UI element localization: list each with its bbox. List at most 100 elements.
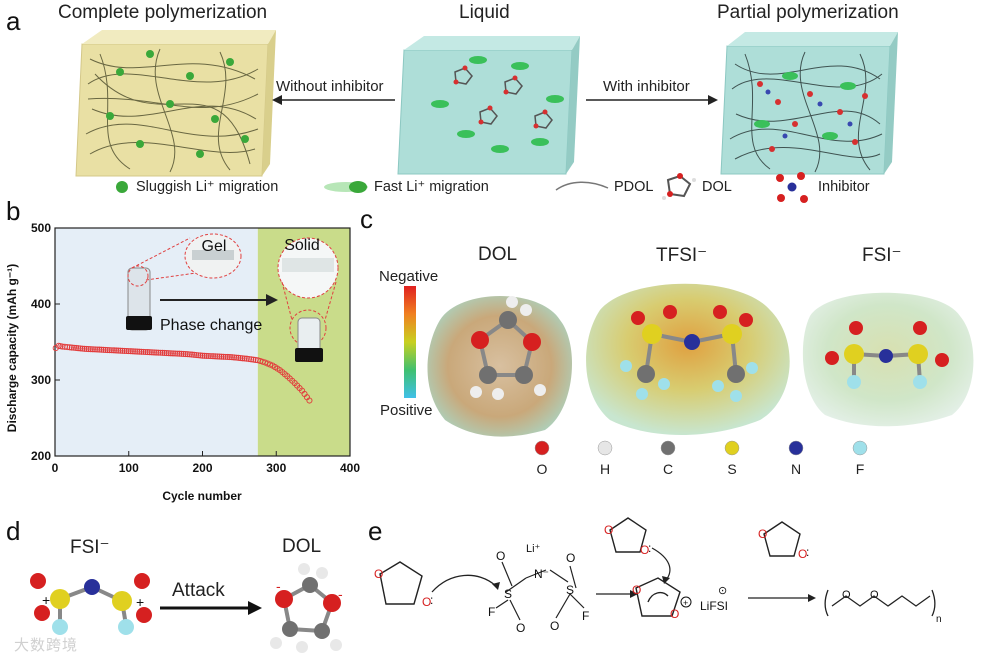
atom-label-n: N	[791, 461, 801, 477]
data-point	[87, 346, 94, 353]
data-point	[193, 351, 200, 359]
without-inhibitor-label: Without inhibitor	[276, 78, 384, 95]
svg-text::: :	[648, 541, 651, 555]
svg-text:O: O	[604, 523, 613, 537]
panel-e-scheme: O O : Li⁺ N⁻ S S O O O O F F O O : O O +…	[374, 517, 942, 635]
svg-text:⊙: ⊙	[718, 585, 727, 597]
svg-text:+: +	[136, 594, 144, 610]
inhibitor-icon	[776, 172, 808, 203]
data-point	[207, 353, 214, 360]
data-point	[239, 355, 246, 362]
data-point	[228, 354, 236, 361]
n-anion: N⁻	[534, 567, 549, 581]
data-point	[108, 347, 115, 354]
svg-text:O: O	[798, 547, 807, 561]
y-tick-label: 300	[31, 373, 51, 387]
data-point	[237, 355, 244, 362]
atom-label-f: F	[856, 461, 865, 477]
data-point	[180, 350, 187, 357]
data-point	[129, 348, 137, 355]
data-point	[226, 354, 233, 361]
solid-label: Solid	[284, 237, 320, 254]
svg-text:-: -	[276, 578, 281, 594]
panel-d-illustration: + + --	[30, 563, 343, 653]
sluggish-li-label: Sluggish Li⁺ migration	[136, 179, 279, 195]
panel-c-label: c	[360, 204, 373, 234]
fsi-label-d: FSI⁻	[70, 537, 110, 558]
atom-label-c: C	[663, 461, 673, 477]
data-point	[235, 354, 242, 361]
svg-text:O: O	[640, 543, 649, 557]
o-atom-3: O	[566, 551, 575, 565]
data-point	[167, 350, 174, 357]
data-point	[201, 352, 208, 359]
svg-text:+: +	[683, 598, 688, 608]
o-atom-1: O	[496, 549, 505, 563]
svg-text:O: O	[870, 589, 879, 601]
data-point	[66, 344, 73, 351]
data-point	[136, 348, 143, 355]
s-atom-2: S	[566, 583, 574, 597]
data-point	[205, 352, 212, 360]
data-point	[203, 352, 210, 359]
data-point	[98, 346, 105, 353]
data-point	[81, 345, 88, 352]
fsi-molecule-title: FSI⁻	[862, 245, 902, 266]
data-point	[218, 353, 225, 360]
panel-a-label: a	[6, 6, 21, 36]
fsi-esp-surface	[802, 292, 974, 427]
data-point	[142, 348, 149, 356]
data-point	[148, 349, 155, 356]
o-atom-4: O	[550, 619, 559, 633]
x-axis-label: Cycle number	[162, 489, 242, 503]
esp-color-scale	[404, 286, 416, 398]
data-point	[75, 345, 82, 352]
data-point	[172, 350, 179, 357]
data-point	[70, 344, 78, 351]
data-point	[306, 397, 313, 404]
fsi-structure	[495, 561, 585, 621]
with-inhibitor-arrow	[586, 95, 718, 105]
x-tick-label: 200	[192, 461, 212, 475]
complete-polymerization-cube	[75, 30, 276, 177]
atom-label-s: S	[727, 461, 736, 477]
data-point	[197, 352, 204, 359]
svg-text::: :	[806, 545, 809, 559]
data-point	[134, 348, 141, 355]
lifsi-label: LiFSI	[700, 599, 728, 613]
data-point	[233, 354, 240, 361]
dol-ring-1-o2: O	[422, 595, 431, 609]
pdol-label: PDOL	[614, 179, 654, 195]
y-axis-label: Discharge capacity (mAh g⁻¹)	[5, 264, 19, 432]
data-point	[243, 355, 250, 362]
tfsi-esp-surface	[586, 283, 790, 435]
atom-dot-c	[660, 440, 676, 456]
data-point	[113, 347, 120, 354]
svg-text:+: +	[42, 592, 50, 608]
data-point	[96, 346, 103, 353]
y-tick-label: 500	[31, 221, 51, 235]
li-cation: Li⁺	[526, 543, 541, 555]
dol-molecule-title: DOL	[478, 244, 518, 265]
data-point	[188, 351, 196, 358]
data-point	[155, 349, 162, 356]
svg-text:O: O	[758, 527, 767, 541]
data-point	[138, 348, 145, 355]
data-point	[83, 345, 90, 352]
data-point	[77, 345, 84, 352]
data-point	[94, 346, 101, 353]
gel-vial-inset	[126, 233, 242, 331]
panel-b-label: b	[6, 196, 21, 226]
x-tick-label: 400	[340, 461, 360, 475]
dol-ring-3	[763, 521, 801, 557]
data-point	[231, 354, 238, 361]
complete-polymerization-title: Complete polymerization	[58, 2, 268, 23]
data-point	[245, 355, 253, 363]
data-point	[199, 352, 206, 359]
dol-molecule-d: --	[270, 563, 343, 653]
data-point	[68, 344, 75, 351]
data-point	[250, 356, 257, 363]
data-point	[153, 349, 160, 356]
partial-polymerization-title: Partial polymerization	[717, 2, 899, 23]
